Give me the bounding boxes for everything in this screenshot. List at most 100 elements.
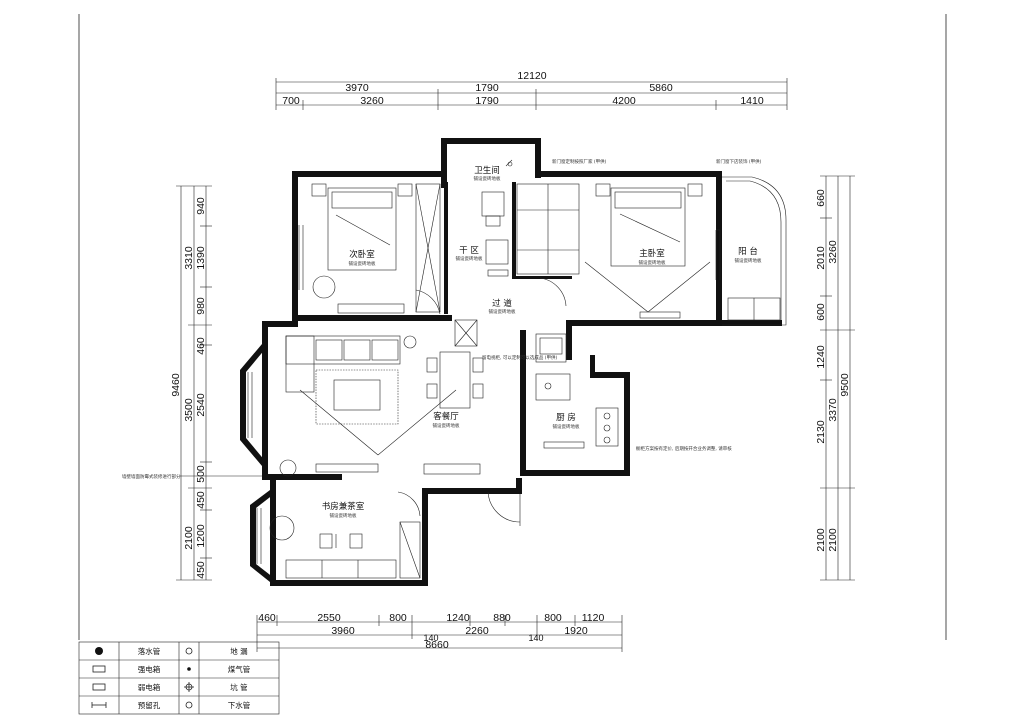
dim-left-inner-d: 460 — [195, 337, 207, 355]
dim-right-inner-e: 2130 — [815, 420, 827, 444]
room-kitchen: 厨 房 — [556, 412, 576, 423]
strong-box-icon — [92, 665, 106, 673]
second-bedroom-floor-note: 铺设瓷砖地板 — [349, 260, 376, 267]
legend-label-down-pipe: 下水管 — [228, 700, 251, 710]
balcony-cabinet — [727, 297, 781, 321]
dim-bottom-row1-b: 2550 — [317, 612, 341, 624]
legend-label-drain-pipe: 落水管 — [138, 646, 161, 656]
weak-box-icon — [92, 683, 106, 691]
dim-left-inner-i: 450 — [195, 561, 207, 579]
dim-left-inner-g: 450 — [195, 491, 207, 509]
top-dimensions — [275, 78, 788, 110]
down-pipe-icon — [185, 701, 193, 709]
living-room-furniture — [279, 335, 484, 477]
dim-right-inner-a: 660 — [815, 189, 827, 207]
balcony-floor-note: 铺设瓷砖地板 — [735, 257, 762, 264]
bottom-dimensions — [256, 615, 623, 652]
pit-pipe-icon — [184, 682, 194, 692]
bathroom-fixtures — [481, 159, 513, 277]
dim-left-inner-b: 1390 — [195, 246, 207, 270]
left-dimensions — [176, 185, 212, 581]
dim-top-total: 12120 — [517, 70, 546, 82]
drain-pipe-icon — [95, 647, 103, 655]
dim-left-inner-c: 980 — [195, 297, 207, 315]
dim-left-outer: 9460 — [170, 373, 182, 397]
dim-bottom-row2-c: 2260 — [465, 625, 489, 637]
dim-left-mid-c: 2100 — [183, 526, 195, 550]
legend-label-weak-box: 弱电箱 — [138, 682, 161, 692]
room-corridor: 过 道 — [492, 298, 512, 309]
right-dimensions — [820, 175, 855, 581]
windows — [247, 225, 721, 564]
room-master-bedroom: 主卧室 — [639, 248, 665, 259]
dim-right-inner-b: 2010 — [815, 246, 827, 270]
balcony-inner-line — [726, 180, 782, 320]
study-furniture — [269, 515, 421, 579]
dim-right-mid-c: 2100 — [827, 528, 839, 552]
dim-left-inner-h: 1200 — [195, 524, 207, 548]
left-note: 墙壁墙面防霉式装修进行部分 — [122, 473, 181, 480]
master-bedroom-floor-note: 铺设瓷砖地板 — [639, 259, 666, 266]
second-bedroom-furniture — [311, 183, 441, 314]
dim-right-mid-b: 3370 — [827, 398, 839, 422]
dim-bottom-row1-c: 800 — [389, 612, 407, 624]
dim-top-row1-a: 3970 — [345, 82, 369, 94]
dim-right-inner-d: 1240 — [815, 345, 827, 369]
dim-bottom-row1-d: 1240 — [446, 612, 470, 624]
kitchen-floor-note: 铺设瓷砖地板 — [553, 423, 580, 430]
dim-left-mid-b: 3500 — [183, 398, 195, 422]
dim-bottom-row2-d: 140 — [528, 633, 543, 643]
dim-top-row2-c: 1790 — [475, 95, 499, 107]
dim-top-row1-c: 5860 — [649, 82, 673, 94]
door-note-1: 新门窗定制按照厂家 (甲供) — [552, 158, 607, 165]
balcony-outline — [722, 176, 787, 326]
gas-pipe-icon — [187, 667, 191, 671]
dim-top-row2-b: 3260 — [360, 95, 384, 107]
dry-area-floor-note: 铺设瓷砖地板 — [456, 255, 483, 262]
corridor-note: 留电视柜, 可以定制可以选成品 (甲供) — [482, 354, 558, 361]
legend-label-reserved-hole: 预留孔 — [138, 700, 161, 710]
room-dry-area: 干 区 — [459, 246, 479, 256]
dim-left-inner-a: 940 — [195, 197, 207, 215]
bathroom-floor-note: 铺设瓷砖地板 — [474, 175, 501, 182]
dim-bottom-row2-a: 3960 — [331, 625, 355, 637]
corridor-floor-note: 铺设瓷砖地板 — [489, 308, 516, 315]
corridor-cabinet — [454, 319, 478, 347]
legend-label-floor-drain: 地 漏 — [230, 646, 248, 656]
dim-bottom-row1-e: 880 — [493, 612, 511, 624]
dim-right-inner-c: 600 — [815, 303, 827, 321]
kitchen-fixtures — [535, 333, 619, 449]
door-note-2: 新门窗下店装饰 (甲供) — [716, 158, 762, 165]
master-bedroom-furniture — [516, 183, 711, 319]
reserved-hole-icon — [91, 702, 107, 708]
room-living-dining: 客餐厅 — [433, 411, 459, 422]
dim-left-inner-f: 500 — [195, 465, 207, 483]
dim-bottom-row1-f: 800 — [544, 612, 562, 624]
living-floor-note: 铺设瓷砖地板 — [433, 422, 460, 429]
dim-top-row1-b: 1790 — [475, 82, 499, 94]
walls — [240, 138, 782, 586]
dim-top-row2-d: 4200 — [612, 95, 636, 107]
dim-bottom-total: 8660 — [425, 639, 449, 651]
dim-left-mid-a: 3310 — [183, 246, 195, 270]
dim-top-row2-a: 700 — [282, 95, 300, 107]
door-swings — [397, 277, 567, 526]
kitchen-note: 橱柜方案按有定价, 后期按开合业务调整, 请审核 — [636, 445, 732, 452]
legend-label-strong-box: 强电箱 — [138, 664, 161, 674]
study-floor-note: 铺设瓷砖地板 — [330, 512, 357, 519]
room-study: 书房兼茶室 — [322, 501, 365, 512]
room-balcony: 阳 台 — [738, 246, 758, 257]
dim-bottom-row2-e: 1920 — [564, 625, 588, 637]
dim-bottom-row1-g: 1120 — [582, 612, 605, 624]
dim-right-inner-f: 2100 — [815, 528, 827, 552]
legend-label-gas-pipe: 煤气管 — [228, 664, 251, 674]
legend-table — [78, 641, 280, 715]
room-second-bedroom: 次卧室 — [349, 249, 375, 260]
room-bathroom: 卫生间 — [474, 165, 500, 176]
dim-bottom-row1-a: 460 — [258, 612, 276, 624]
dim-left-inner-e: 2540 — [195, 393, 207, 417]
dim-right-mid-a: 3260 — [827, 240, 839, 264]
dim-top-row2-e: 1410 — [740, 95, 764, 107]
dim-bottom-row2-b: 140 — [423, 633, 438, 643]
